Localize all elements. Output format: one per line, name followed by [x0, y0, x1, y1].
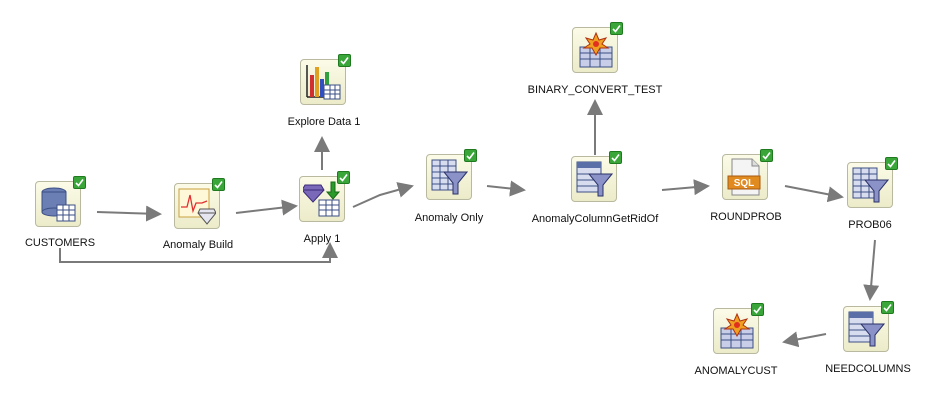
- node-anomalycust[interactable]: [713, 303, 764, 354]
- node-roundprob[interactable]: SQL: [722, 149, 773, 200]
- filter-columns-icon: [848, 311, 885, 347]
- link-customers-anomaly-build[interactable]: [96, 205, 162, 222]
- node-explore-data[interactable]: [300, 54, 351, 105]
- link-anomaly-only-getridof[interactable]: [486, 180, 526, 197]
- checkmark-icon: [609, 151, 622, 164]
- node-customers[interactable]: [35, 176, 86, 227]
- checkmark-icon: [337, 171, 350, 184]
- checkmark-icon: [760, 149, 773, 162]
- svg-text:SQL: SQL: [734, 178, 755, 189]
- node-needcolumns[interactable]: [843, 301, 894, 352]
- checkmark-icon: [885, 157, 898, 170]
- link-apply-anomaly-only[interactable]: [352, 182, 414, 208]
- node-binary-convert-test[interactable]: [572, 22, 623, 73]
- link-anomaly-build-apply[interactable]: [235, 199, 298, 216]
- link-customers-apply[interactable]: [59, 242, 338, 263]
- transform-icon: [720, 312, 754, 349]
- node-label: Anomaly Only: [414, 212, 484, 224]
- checkmark-icon: [881, 301, 894, 314]
- node-label: PROB06: [848, 219, 892, 231]
- explore-chart-icon: [306, 65, 341, 100]
- node-anomaly-only[interactable]: [426, 149, 477, 200]
- checkmark-icon: [73, 176, 86, 189]
- node-label: Apply 1: [303, 233, 341, 245]
- node-label: Explore Data 1: [287, 116, 361, 128]
- link-getridof-roundprob[interactable]: [661, 179, 710, 196]
- node-prob06[interactable]: [847, 157, 898, 208]
- filter-icon: [852, 167, 889, 203]
- node-label: Anomaly Build: [162, 239, 234, 251]
- link-prob06-needcolumns[interactable]: [863, 239, 880, 301]
- checkmark-icon: [212, 178, 225, 191]
- node-label: ANOMALYCUST: [694, 365, 778, 377]
- node-anomaly-column-get-rid-of[interactable]: [571, 151, 622, 202]
- node-label: NEEDCOLUMNS: [825, 363, 911, 375]
- checkmark-icon: [338, 54, 351, 67]
- checkmark-icon: [751, 303, 764, 316]
- link-needcolumns-anomalycust[interactable]: [782, 331, 827, 348]
- node-label: BINARY_CONVERT_TEST: [527, 84, 663, 96]
- checkmark-icon: [464, 149, 477, 162]
- anomaly-model-icon: [178, 188, 216, 225]
- node-label: CUSTOMERS: [24, 237, 96, 249]
- node-label: AnomalyColumnGetRidOf: [531, 213, 659, 225]
- node-apply[interactable]: [299, 171, 350, 222]
- link-roundprob-prob06[interactable]: [784, 185, 844, 203]
- data-source-icon: [41, 187, 76, 222]
- sql-icon: SQL: [727, 158, 761, 196]
- transform-icon: [579, 31, 613, 68]
- checkmark-icon: [610, 22, 623, 35]
- filter-icon: [431, 159, 468, 195]
- filter-columns-icon: [576, 161, 613, 197]
- apply-icon: [303, 181, 341, 217]
- node-label: ROUNDPROB: [710, 211, 782, 223]
- node-anomaly-build[interactable]: [174, 178, 225, 229]
